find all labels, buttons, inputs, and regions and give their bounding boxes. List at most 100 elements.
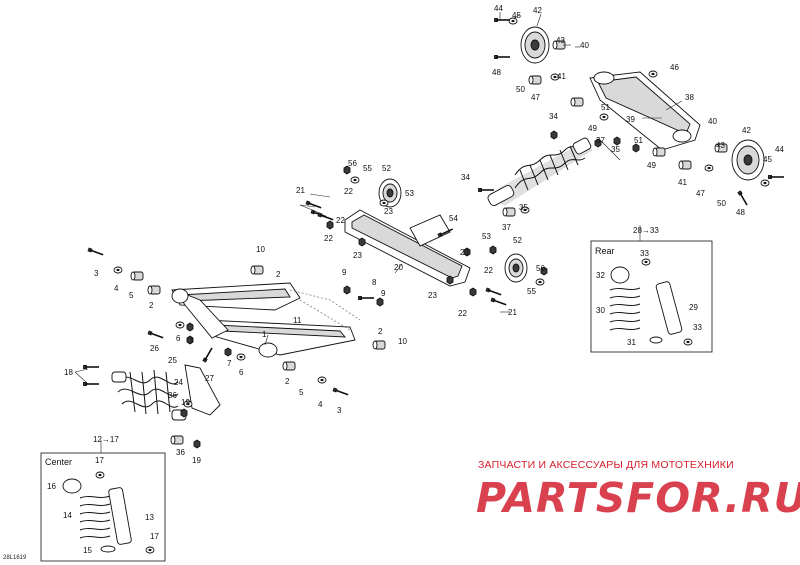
rear-inset-title: Rear [595, 246, 615, 256]
callout-34b: 34 [461, 173, 470, 182]
front-arm-assembly [87, 247, 386, 397]
callout-49b: 49 [647, 161, 656, 170]
callout-10: 10 [256, 245, 265, 254]
watermark-caption: ЗАПЧАСТИ И АКСЕССУАРЫ ДЛЯ МОТОТЕХНИКИ [478, 459, 734, 471]
callout-30: 30 [596, 306, 605, 315]
callout-36: 36 [168, 391, 177, 400]
callout-55b: 55 [527, 287, 536, 296]
callout-19b: 19 [192, 456, 201, 465]
front-arm-cross-shaft [305, 165, 548, 307]
callout-31: 31 [627, 338, 636, 347]
callout-35b: 35 [519, 203, 528, 212]
callout-6: 6 [176, 334, 181, 343]
callout-52b: 52 [513, 236, 522, 245]
callout-34: 34 [549, 112, 558, 121]
diagram-code: 28L1619 [3, 555, 27, 561]
center-inset: Center [40, 440, 166, 562]
callout-56: 56 [348, 159, 357, 168]
callout-25: 25 [168, 356, 177, 365]
callout-53b: 53 [482, 232, 491, 241]
callout-2d: 2 [285, 377, 290, 386]
center-shock-main [82, 364, 221, 449]
callout-22: 22 [344, 187, 353, 196]
callout-15: 15 [83, 546, 92, 555]
callout-42b: 42 [742, 126, 751, 135]
callout-16: 16 [47, 482, 56, 491]
callout-48b: 48 [736, 208, 745, 217]
rear-inset: Rear [590, 225, 713, 353]
callout-29: 29 [689, 303, 698, 312]
callout-3b: 3 [337, 406, 342, 415]
callout-33b: 33 [693, 323, 702, 332]
callout-39: 39 [626, 115, 635, 124]
callout-35: 35 [611, 145, 620, 154]
callout-3: 3 [94, 269, 99, 278]
callout-44b: 44 [775, 145, 784, 154]
callout-37: 37 [596, 136, 605, 145]
callout-23d: 23 [428, 291, 437, 300]
callout-44: 44 [494, 4, 503, 13]
callout-22d: 22 [484, 266, 493, 275]
callout-2c: 2 [378, 327, 383, 336]
callout-41b: 41 [678, 178, 687, 187]
callout-41: 41 [557, 72, 566, 81]
callout-rear-ref: 28→33 [633, 226, 659, 235]
callout-48: 48 [492, 68, 501, 77]
callout-21b: 21 [508, 308, 517, 317]
callout-10b: 10 [398, 337, 407, 346]
callout-54: 54 [449, 214, 458, 223]
callout-53: 53 [405, 189, 414, 198]
callout-51b: 51 [634, 136, 643, 145]
callout-47b: 47 [696, 189, 705, 198]
callout-2b: 2 [276, 270, 281, 279]
callout-32: 32 [596, 271, 605, 280]
callout-9: 9 [342, 268, 347, 277]
callout-9b: 9 [381, 289, 386, 298]
callout-4: 4 [114, 284, 119, 293]
callout-23: 23 [384, 207, 393, 216]
callout-7b: 7 [227, 359, 232, 368]
callout-36b: 36 [176, 448, 185, 457]
callout-2: 2 [149, 301, 154, 310]
callout-24: 24 [174, 378, 183, 387]
callout-43b: 43 [716, 141, 725, 150]
leader-lines [74, 12, 683, 385]
callout-37b: 37 [502, 223, 511, 232]
callout-5: 5 [129, 291, 134, 300]
callout-8: 8 [372, 278, 377, 287]
callout-40b: 40 [708, 117, 717, 126]
callout-19: 19 [181, 398, 190, 407]
callout-47: 47 [531, 93, 540, 102]
callout-18: 18 [64, 368, 73, 377]
callout-14: 14 [63, 511, 72, 520]
callout-51: 51 [601, 103, 610, 112]
callout-22e: 22 [458, 309, 467, 318]
rear-arm-assembly [493, 17, 785, 207]
callout-56b: 56 [536, 264, 545, 273]
callout-49: 49 [588, 124, 597, 133]
callout-33: 33 [640, 249, 649, 258]
callout-21: 21 [296, 186, 305, 195]
callout-43: 43 [556, 36, 565, 45]
rear-shock-main [477, 137, 593, 217]
callout-38: 38 [685, 93, 694, 102]
callout-50b: 50 [717, 199, 726, 208]
callout-50: 50 [516, 85, 525, 94]
callout-22b: 22 [336, 216, 345, 225]
callout-23c: 23 [460, 248, 469, 257]
callout-13: 13 [145, 513, 154, 522]
callout-52: 52 [382, 164, 391, 173]
callout-center-ref: 12→17 [93, 435, 119, 444]
callout-1: 1 [262, 330, 267, 339]
callout-11: 11 [293, 316, 302, 325]
callout-17: 17 [95, 456, 104, 465]
center-inset-title: Center [45, 457, 72, 467]
callout-45b: 45 [763, 155, 772, 164]
callouts: 44 45 42 43 40 48 41 46 50 47 38 51 39 4… [47, 4, 784, 555]
callout-6b: 6 [239, 368, 244, 377]
callout-45: 45 [512, 11, 521, 20]
watermark-logo: PARTSFOR.RU [476, 474, 800, 522]
callout-27: 27 [205, 374, 214, 383]
callout-40: 40 [580, 41, 589, 50]
